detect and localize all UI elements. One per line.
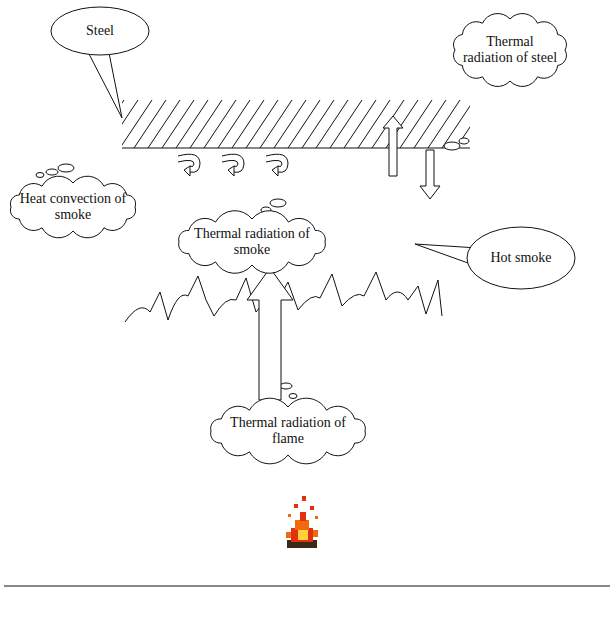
callout-text: Thermal radiation of steel <box>462 34 558 66</box>
callout-bubble: Hot smoke <box>466 226 576 290</box>
callout-text: Thermal radiation of flame <box>229 415 347 447</box>
callout-text: Heat convection of smoke <box>19 191 127 223</box>
ground-line <box>4 586 610 587</box>
callout-cloud: Thermal radiation of flame <box>204 400 372 462</box>
radiation-arrow-down <box>420 150 440 199</box>
callout-tail <box>88 48 122 118</box>
callout-bubble: Steel <box>50 6 150 56</box>
steel-surface <box>122 147 470 148</box>
callout-text: Steel <box>60 23 140 39</box>
callout-cloud: Thermal radiation of smoke <box>172 212 332 272</box>
thought-bubbles <box>36 138 469 399</box>
convection-arrows <box>178 154 288 176</box>
callout-text: Hot smoke <box>476 250 566 266</box>
flame-radiation-arrow <box>247 268 293 400</box>
callout-cloud: Thermal radiation of steel <box>448 12 572 88</box>
radiation-arrow-up <box>383 116 403 176</box>
fire-icon <box>286 496 318 548</box>
steel-hatching <box>122 100 470 148</box>
callout-cloud: Heat convection of smoke <box>4 176 142 238</box>
callout-text: Thermal radiation of smoke <box>189 226 315 258</box>
